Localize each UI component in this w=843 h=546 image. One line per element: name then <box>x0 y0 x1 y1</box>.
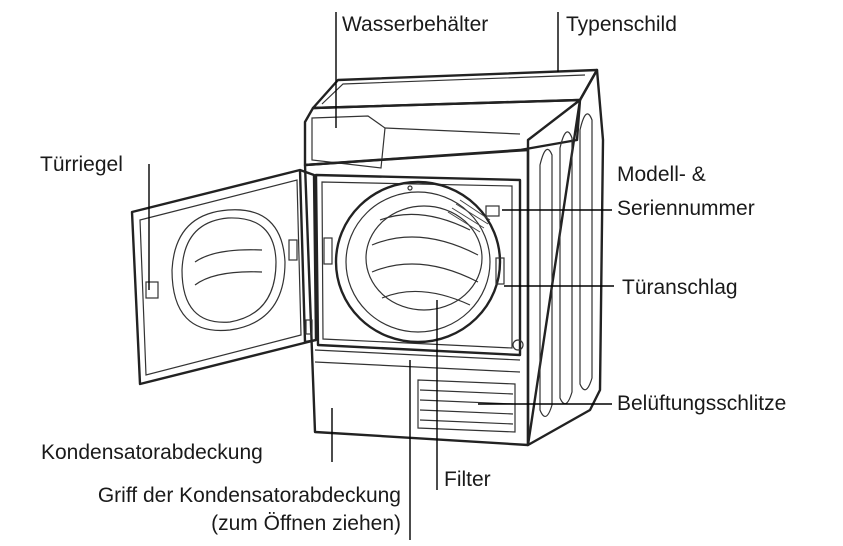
label-tueranschlag: Türanschlag <box>622 276 738 299</box>
leader-lines <box>148 12 614 540</box>
label-belueftung: Belüftungsschlitze <box>617 392 786 415</box>
label-wasserbehaelter: Wasserbehälter <box>342 13 488 36</box>
label-griff-line2: (zum Öffnen ziehen) <box>211 512 401 535</box>
label-typenschild: Typenschild <box>566 13 677 36</box>
dryer-illustration <box>130 68 605 447</box>
label-modell-line1: Modell- & <box>617 163 706 186</box>
label-modell-line2: Seriennummer <box>617 197 755 220</box>
label-tuerriegel: Türriegel <box>40 153 123 176</box>
label-griff-line1: Griff der Kondensatorabdeckung <box>98 484 401 507</box>
labels: Wasserbehälter Typenschild Türriegel Mod… <box>40 13 786 535</box>
label-filter: Filter <box>444 468 491 491</box>
label-kondensator: Kondensatorabdeckung <box>41 441 263 464</box>
